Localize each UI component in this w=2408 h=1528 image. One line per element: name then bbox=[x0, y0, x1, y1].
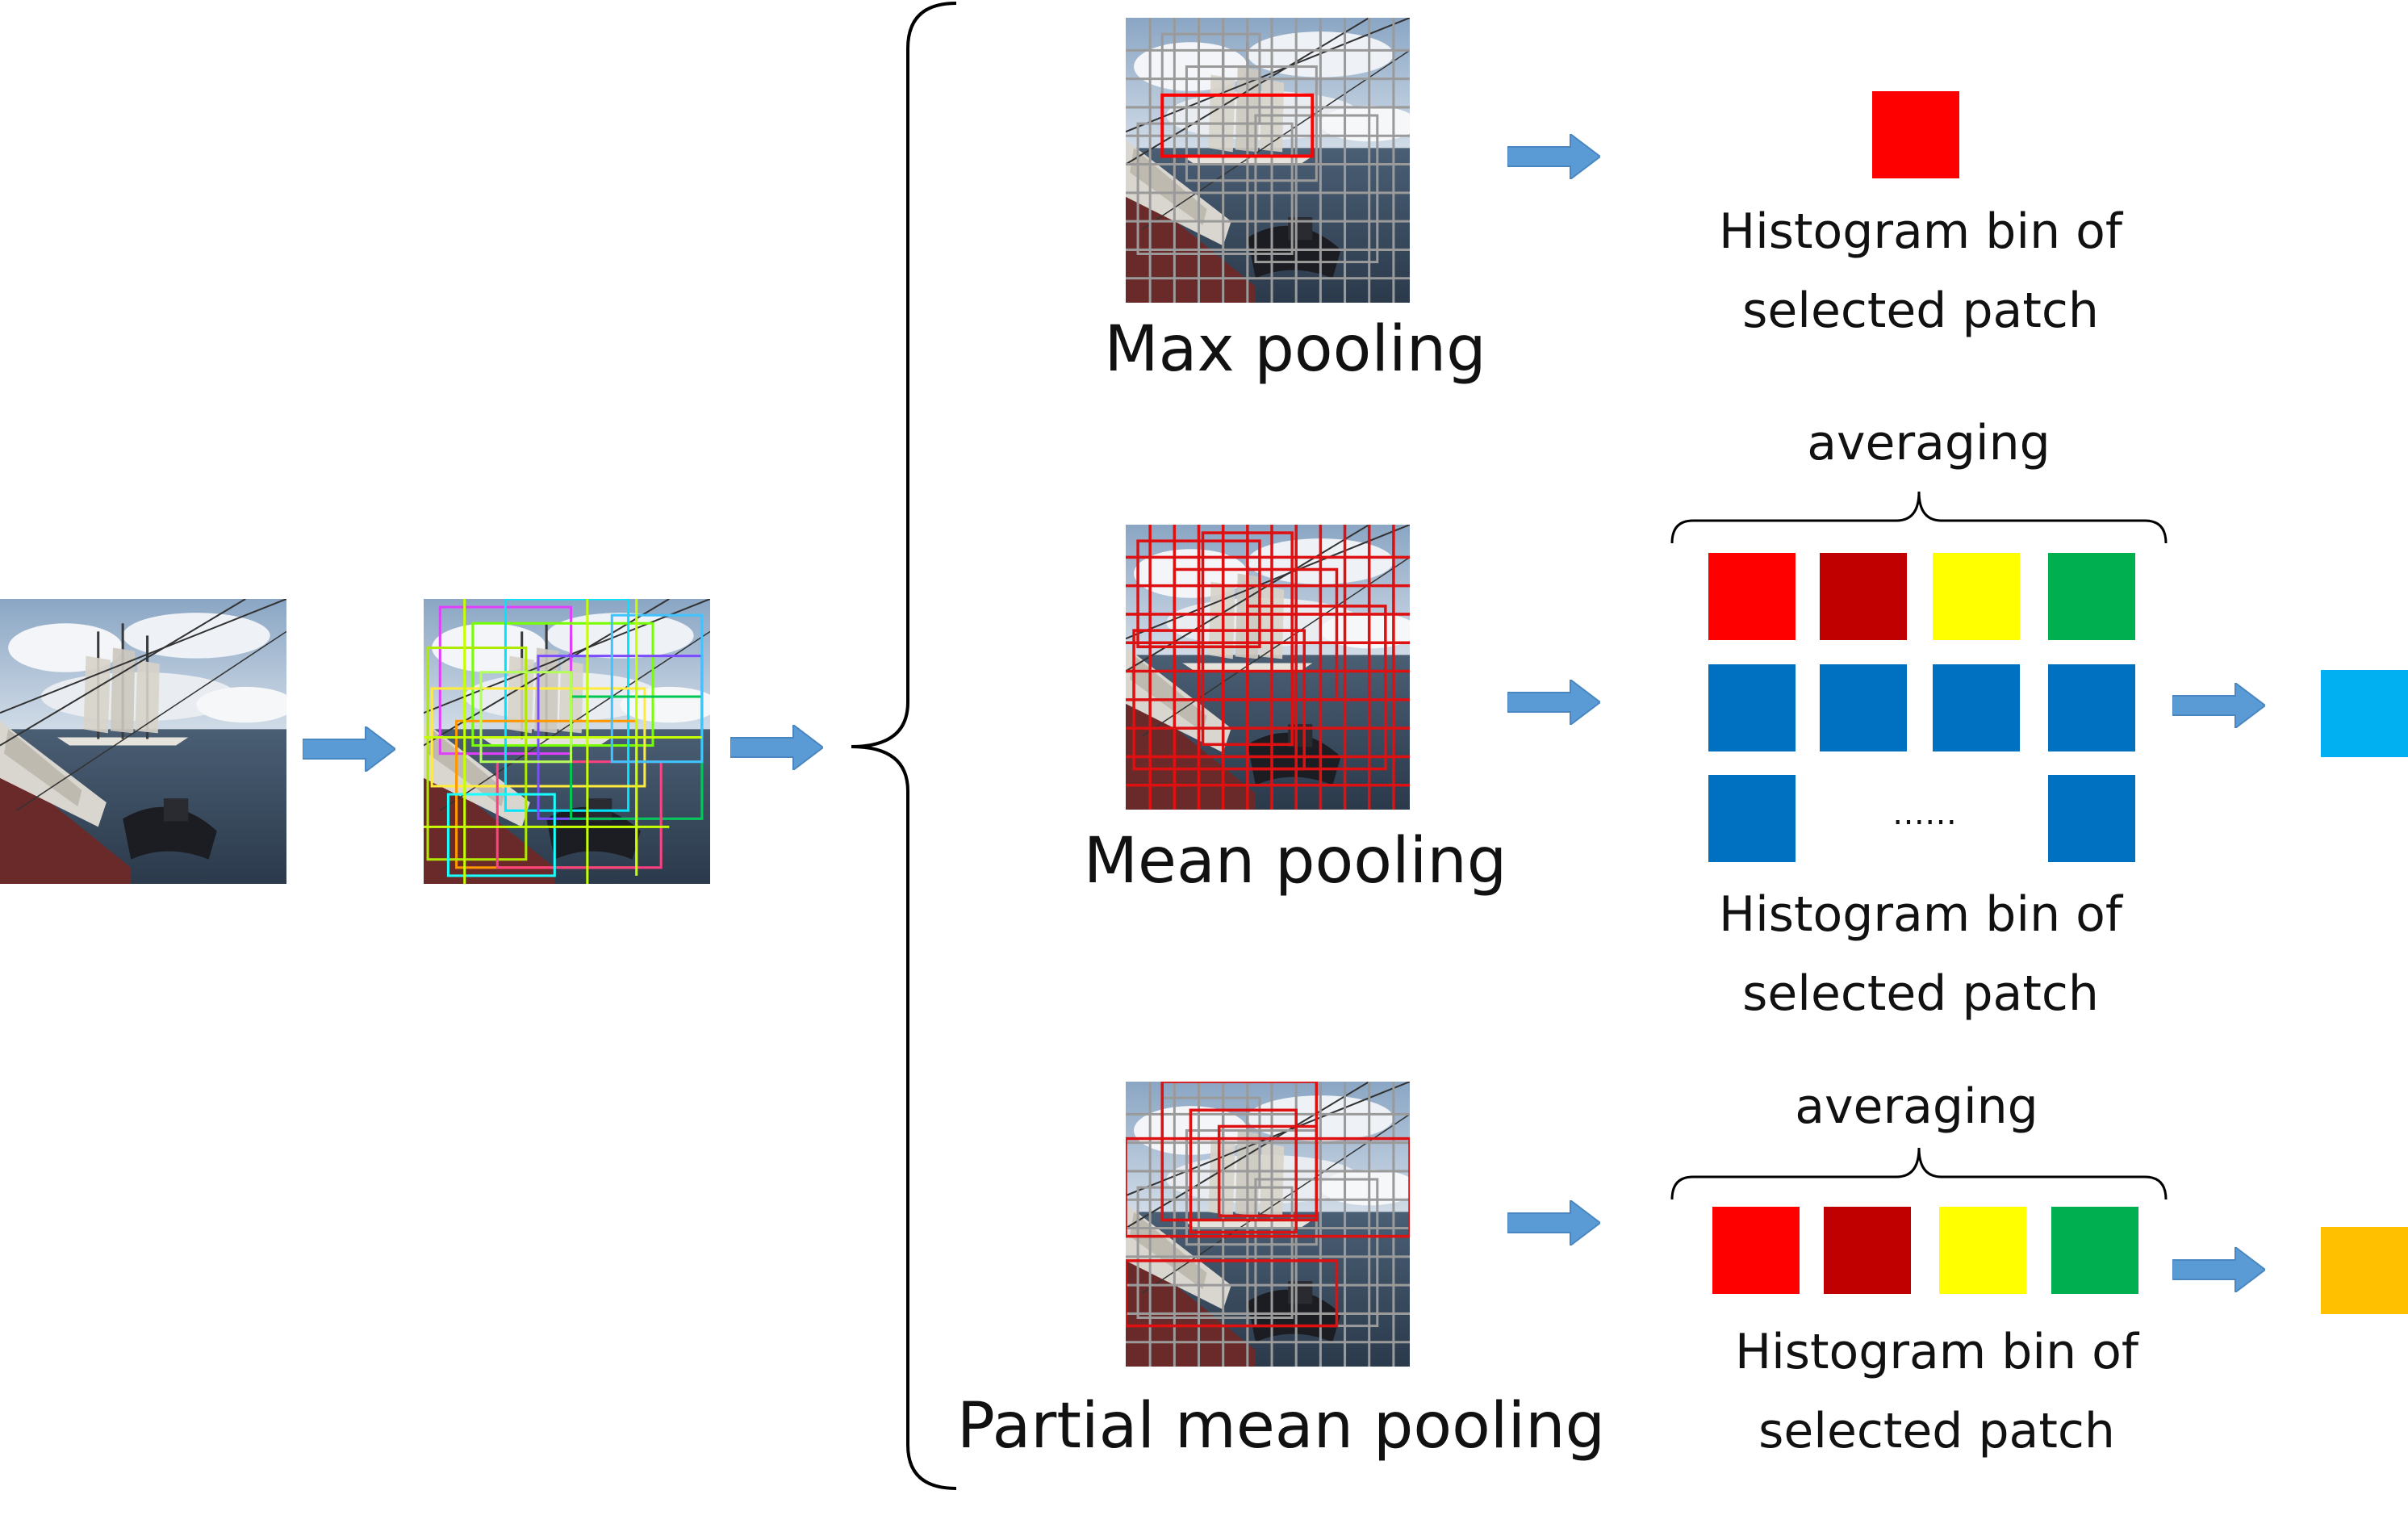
mean-swatch-blue bbox=[2048, 664, 2135, 751]
mean-swatch-dark-red bbox=[1820, 553, 1907, 640]
arrow-icon bbox=[2172, 683, 2265, 728]
max-pooling-photo bbox=[1126, 18, 1410, 303]
mean-swatch-blue bbox=[1708, 664, 1796, 751]
arrow-icon bbox=[1507, 134, 1600, 179]
mean-ellipsis: …… bbox=[1892, 795, 1957, 832]
mean-caption-line-2: selected patch bbox=[1742, 965, 2099, 1022]
arrow-icon bbox=[730, 725, 823, 770]
mean-swatch-blue bbox=[1708, 775, 1796, 862]
arrow-icon bbox=[303, 726, 395, 772]
mean-swatch-yellow bbox=[1933, 553, 2020, 640]
partial-swatch-row bbox=[1711, 1207, 2147, 1296]
bracket-icon bbox=[1670, 491, 2168, 544]
mean-swatch-blue bbox=[1820, 664, 1907, 751]
mean-swatch-green bbox=[2048, 553, 2135, 640]
mean-pooling-label: Mean pooling bbox=[1083, 825, 1507, 898]
partial-caption-line-2: selected patch bbox=[1758, 1403, 2115, 1459]
mean-swatch-blue bbox=[1933, 664, 2020, 751]
partial-swatch-dark-red bbox=[1824, 1207, 1911, 1294]
curly-brace-icon bbox=[851, 2, 957, 1490]
partial-mean-pooling-label: Partial mean pooling bbox=[956, 1390, 1606, 1463]
mean-pooling-photo bbox=[1126, 525, 1410, 810]
mean-result-swatch bbox=[2321, 670, 2408, 757]
patch-proposals-photo bbox=[424, 599, 710, 884]
bracket-icon bbox=[1670, 1147, 2168, 1200]
arrow-icon bbox=[1507, 1200, 1600, 1245]
max-histogram-swatch bbox=[1872, 91, 1959, 178]
mean-swatch-blue bbox=[2048, 775, 2135, 862]
partial-swatch-yellow bbox=[1939, 1207, 2026, 1294]
max-caption-line-1: Histogram bin of bbox=[1718, 203, 2122, 260]
partial-result-swatch bbox=[2321, 1227, 2408, 1314]
mean-averaging-label: averaging bbox=[1807, 415, 2051, 471]
max-caption-line-2: selected patch bbox=[1742, 283, 2099, 339]
mean-swatch-red bbox=[1708, 553, 1796, 640]
max-pooling-label: Max pooling bbox=[1104, 313, 1486, 386]
partial-swatch-red bbox=[1712, 1207, 1800, 1294]
arrow-icon bbox=[1507, 680, 1600, 725]
partial-averaging-label: averaging bbox=[1795, 1078, 2038, 1135]
mean-swatch-grid: …… bbox=[1707, 553, 2143, 864]
input-photo bbox=[0, 599, 286, 884]
partial-swatch-green bbox=[2051, 1207, 2138, 1294]
partial-mean-pooling-photo bbox=[1126, 1082, 1410, 1367]
arrow-icon bbox=[2172, 1247, 2265, 1292]
partial-caption-line-1: Histogram bin of bbox=[1734, 1324, 2138, 1380]
mean-caption-line-1: Histogram bin of bbox=[1718, 886, 2122, 943]
